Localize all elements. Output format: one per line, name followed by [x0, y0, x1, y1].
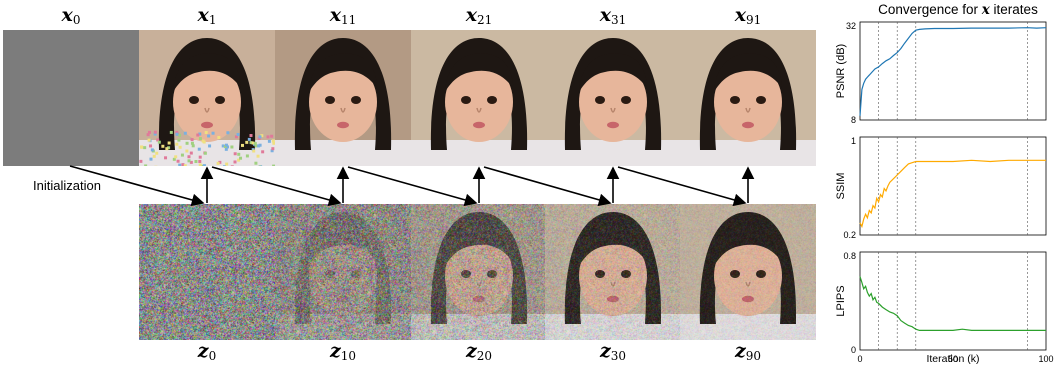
x1-image — [139, 30, 275, 166]
z20-image — [411, 204, 547, 340]
series-line — [859, 159, 1046, 229]
xtick-0: 0 — [857, 354, 862, 364]
series-line — [859, 276, 1046, 331]
z10-image — [275, 204, 411, 340]
label-z0: z0 — [197, 340, 217, 363]
z30-image — [545, 204, 681, 340]
plot-frame — [859, 21, 1047, 121]
label-x1: x1 — [197, 4, 217, 27]
label-z90: z90 — [734, 340, 762, 363]
xlabel: Iteration (k) — [926, 353, 979, 365]
label-z20: z20 — [465, 340, 493, 363]
plot-frame — [859, 136, 1047, 236]
ytick-max: 1 — [851, 136, 856, 146]
label-x31: x31 — [599, 4, 627, 27]
ytick-min: 0.2 — [843, 230, 856, 240]
x31-image — [545, 30, 681, 166]
label-x91: x91 — [734, 4, 762, 27]
x0-gray-image — [3, 30, 139, 166]
series-line — [859, 27, 1047, 116]
label-x0: x0 — [61, 4, 81, 27]
x11-image — [275, 30, 411, 166]
ylabel: SSIM — [835, 173, 847, 200]
ytick-max: 0.8 — [843, 251, 856, 261]
ytick-min: 0 — [851, 345, 856, 355]
arrow-x31-z90 — [617, 166, 747, 207]
ylabel: PSNR (dB) — [835, 44, 847, 98]
arrow-x1-z10 — [211, 166, 342, 207]
xtick-50: 50 — [948, 354, 958, 364]
z90-image — [680, 204, 816, 340]
xtick-100: 100 — [1038, 354, 1053, 364]
ylabel: LPIPS — [835, 285, 847, 316]
arrow-init — [69, 165, 205, 207]
chart-title: Convergence for x iterates — [878, 2, 1038, 18]
label-x21: x21 — [465, 4, 493, 27]
initialization-label: Initialization — [33, 178, 101, 193]
arrow-x11-z20 — [347, 166, 478, 207]
iteration-arrows — [69, 165, 755, 207]
plot-frame — [859, 251, 1047, 351]
x91-image — [680, 30, 816, 166]
label-x11: x11 — [329, 4, 357, 27]
ytick-max: 32 — [846, 21, 856, 31]
label-z30: z30 — [599, 340, 627, 363]
ytick-min: 8 — [851, 115, 856, 125]
z0-image — [139, 204, 275, 340]
arrow-x21-z30 — [483, 166, 612, 207]
x21-image — [411, 30, 547, 166]
label-z10: z10 — [329, 340, 357, 363]
